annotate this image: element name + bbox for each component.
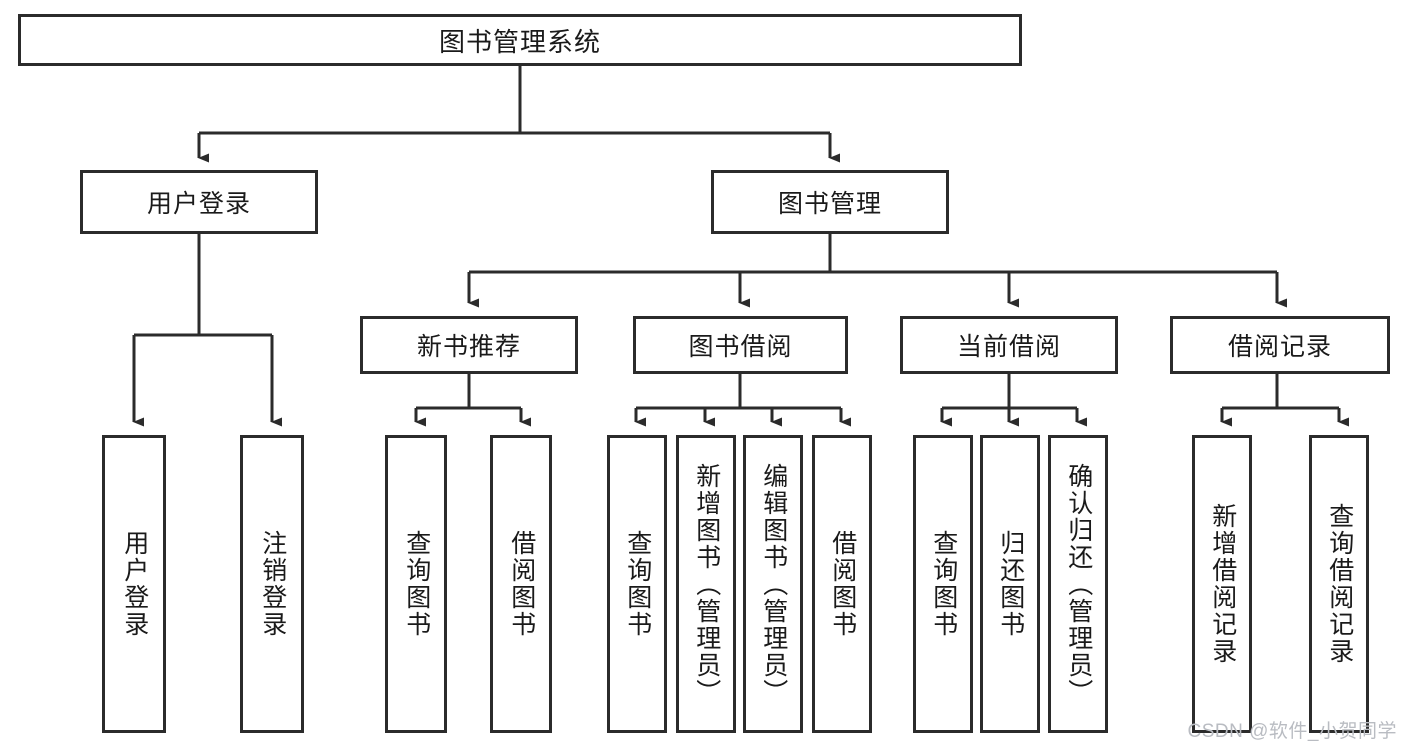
node-user-login[interactable]: 用户登录 — [80, 170, 318, 234]
leaf-label: 查询图书 — [623, 530, 652, 638]
leaf-borrow-edit-book-admin[interactable]: 编辑图书（管理员） — [743, 435, 803, 733]
csdn-watermark: CSDN @软件_小贺同学 — [1187, 721, 1397, 742]
leaf-recommend-query-book[interactable]: 查询图书 — [385, 435, 447, 733]
leaf-label: 新增借阅记录 — [1208, 503, 1237, 665]
node-book-management[interactable]: 图书管理 — [711, 170, 949, 234]
leaf-borrow-query-book[interactable]: 查询图书 — [607, 435, 667, 733]
leaf-label: 注销登录 — [258, 530, 287, 638]
leaf-label: 查询借阅记录 — [1325, 503, 1354, 665]
node-root-system[interactable]: 图书管理系统 — [18, 14, 1022, 66]
leaf-label: 查询图书 — [402, 530, 431, 638]
leaf-borrow-borrow-book[interactable]: 借阅图书 — [812, 435, 872, 733]
node-new-book-recommend[interactable]: 新书推荐 — [360, 316, 578, 374]
leaf-label: 编辑图书（管理员） — [759, 462, 788, 706]
leaf-label: 归还图书 — [996, 530, 1025, 638]
leaf-label: 查询图书 — [929, 530, 958, 638]
leaf-current-query-book[interactable]: 查询图书 — [913, 435, 973, 733]
node-book-borrow[interactable]: 图书借阅 — [633, 316, 848, 374]
leaf-current-confirm-return-admin[interactable]: 确认归还（管理员） — [1048, 435, 1108, 733]
node-borrow-records[interactable]: 借阅记录 — [1170, 316, 1390, 374]
leaf-label: 新增图书（管理员） — [692, 462, 721, 706]
leaf-recommend-borrow-book[interactable]: 借阅图书 — [490, 435, 552, 733]
leaf-user-login-logout[interactable]: 注销登录 — [240, 435, 304, 733]
leaf-user-login-login[interactable]: 用户登录 — [102, 435, 166, 733]
leaf-records-add-record[interactable]: 新增借阅记录 — [1192, 435, 1252, 733]
leaf-current-return-book[interactable]: 归还图书 — [980, 435, 1040, 733]
leaf-label: 用户登录 — [120, 530, 149, 638]
leaf-label: 确认归还（管理员） — [1064, 462, 1093, 706]
node-current-borrow[interactable]: 当前借阅 — [900, 316, 1118, 374]
leaf-records-query-record[interactable]: 查询借阅记录 — [1309, 435, 1369, 733]
leaf-label: 借阅图书 — [507, 530, 536, 638]
leaf-label: 借阅图书 — [828, 530, 857, 638]
leaf-borrow-add-book-admin[interactable]: 新增图书（管理员） — [676, 435, 736, 733]
